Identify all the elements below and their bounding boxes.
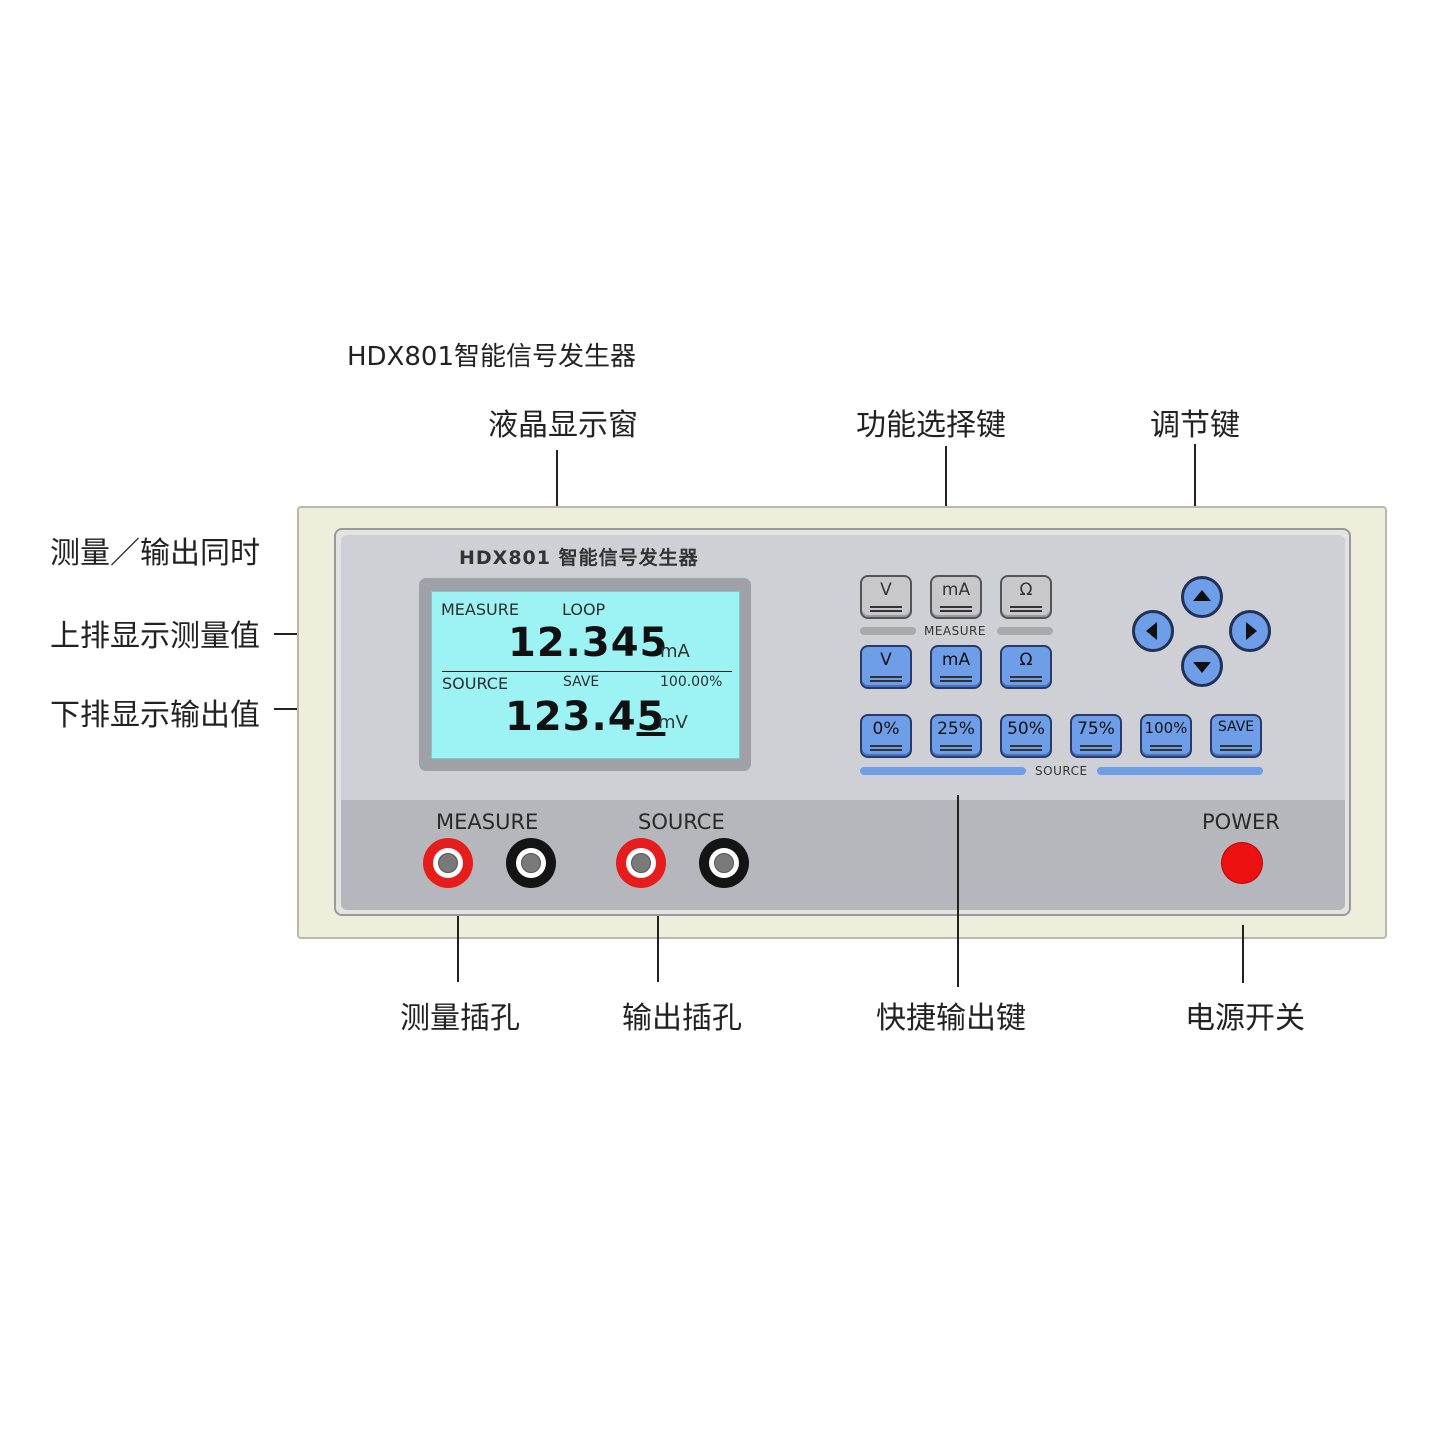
lcd-bottom-value-cursor-digit: 5 [636,694,666,740]
quick-75-percent-key[interactable]: 75% [1070,714,1122,758]
callout-line-source-jacks [657,916,659,982]
key-underline-icon [1220,745,1252,751]
save-key-label: SAVE [1217,719,1255,735]
lcd-display: MEASURE LOOP 12.345 mA SOURCE SAVE 100.0… [431,591,740,759]
lcd-top-mode: MEASURE [441,600,519,619]
key-underline-icon [940,606,972,612]
key-underline-icon [940,745,972,751]
source-group-bar-left [860,767,1026,775]
callout-line-measure-jacks [457,916,459,982]
callout-simultaneous: 测量／输出同时 [50,536,260,571]
source-ma-key-label: mA [941,650,971,670]
source-black-jack[interactable] [699,838,749,888]
source-v-key[interactable]: V [860,645,912,689]
key-underline-icon [870,606,902,612]
source-ohm-key-label: Ω [1019,650,1033,670]
callout-line-power [1242,925,1244,983]
key-underline-icon [1080,745,1112,751]
triangle-right-icon [1246,622,1257,640]
key-underline-icon [870,745,902,751]
power-label: POWER [1202,810,1280,834]
callout-source-jacks: 输出插孔 [622,1001,742,1036]
key-underline-icon [870,676,902,682]
lcd-bottom-unit: mV [658,712,688,733]
callout-line-adjust [1194,444,1196,512]
lcd-bottom-status: SAVE [563,674,600,690]
measure-red-jack[interactable] [423,838,473,888]
measure-v-key-label: V [880,580,892,600]
quick-0-percent-key-label: 0% [872,719,900,739]
quick-25-percent-key-label: 25% [937,719,975,739]
callout-upper-row: 上排显示测量值 [50,619,260,654]
quick-0-percent-key[interactable]: 0% [860,714,912,758]
measure-group-bar-right [997,627,1053,635]
source-red-jack[interactable] [616,838,666,888]
quick-75-percent-key-label: 75% [1077,719,1115,739]
lcd-top-status: LOOP [562,600,606,619]
key-underline-icon [1150,745,1182,751]
measure-ohm-key[interactable]: Ω [1000,575,1052,619]
lcd-bottom-value-main: 123.4 [505,694,637,740]
source-jacks-label: SOURCE [638,810,725,834]
lcd-bottom-percent: 100.00% [660,674,723,690]
nav-up-button[interactable] [1181,576,1223,618]
lcd-bottom-mode: SOURCE [442,674,509,693]
key-underline-icon [1010,676,1042,682]
quick-25-percent-key[interactable]: 25% [930,714,982,758]
callout-lcd-window: 液晶显示窗 [488,408,638,443]
measure-group-bar-left [860,627,916,635]
lcd-top-value: 12.345 [508,620,669,666]
save-key[interactable]: SAVE [1210,714,1262,758]
quick-50-percent-key[interactable]: 50% [1000,714,1052,758]
device-model-title: HDX801 智能信号发生器 [459,547,699,569]
measure-ma-key[interactable]: mA [930,575,982,619]
measure-jacks-label: MEASURE [436,810,539,834]
source-ma-key[interactable]: mA [930,645,982,689]
callout-lower-row: 下排显示输出值 [50,698,260,733]
callout-adjust-keys: 调节键 [1150,408,1240,443]
callout-function-keys: 功能选择键 [856,408,1006,443]
measure-ohm-key-label: Ω [1019,580,1033,600]
source-group-label: SOURCE [1035,764,1088,778]
measure-v-key[interactable]: V [860,575,912,619]
source-v-key-label: V [880,650,892,670]
page-title: HDX801智能信号发生器 [347,342,637,372]
lcd-separator [442,671,732,672]
source-group-bar-right [1097,767,1263,775]
callout-power-switch: 电源开关 [1185,1001,1305,1036]
callout-line-lcd [556,450,558,522]
key-underline-icon [1010,606,1042,612]
callout-quick-output-keys: 快捷输出键 [876,1001,1026,1036]
power-button[interactable] [1222,843,1262,883]
quick-100-percent-key[interactable]: 100% [1140,714,1192,758]
nav-left-button[interactable] [1132,610,1174,652]
quick-100-percent-key-label: 100% [1144,719,1188,737]
source-ohm-key[interactable]: Ω [1000,645,1052,689]
callout-measure-jacks: 测量插孔 [400,1001,520,1036]
key-underline-icon [1010,745,1042,751]
callout-line-function [945,446,947,516]
triangle-up-icon [1193,590,1211,601]
key-underline-icon [940,676,972,682]
triangle-left-icon [1146,622,1157,640]
quick-50-percent-key-label: 50% [1007,719,1045,739]
lcd-top-unit: mA [660,641,690,662]
lcd-bottom-value: 123.45 [505,694,665,740]
nav-down-button[interactable] [1181,645,1223,687]
measure-group-label: MEASURE [924,624,986,638]
nav-right-button[interactable] [1229,610,1271,652]
triangle-down-icon [1193,662,1211,673]
measure-black-jack[interactable] [506,838,556,888]
callout-line-quick-keys [957,795,959,987]
measure-ma-key-label: mA [941,580,971,600]
